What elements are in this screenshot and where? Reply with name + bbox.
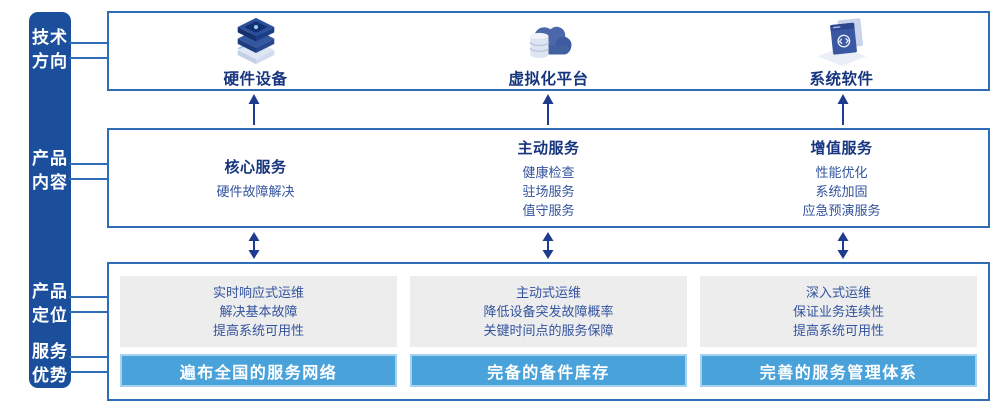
category-sidebar: 技术 方向 产品 内容 产品 定位 服务 优势 xyxy=(29,12,71,388)
position-line: 深入式运维 xyxy=(805,285,871,300)
sidebar-label-product-position: 产品 定位 xyxy=(32,282,68,325)
advantage-bar: 完善的服务管理体系 xyxy=(700,354,977,387)
position-line: 主动式运维 xyxy=(515,285,581,300)
sidebar-label-product-content: 产品 内容 xyxy=(32,149,68,192)
up-arrow-icon xyxy=(401,94,695,126)
position-column-realtime: 实时响应式运维 解决基本故障 提高系统可用性 遍布全国的服务网络 xyxy=(120,276,397,387)
position-column-deep: 深入式运维 保证业务连续性 提高系统可用性 完善的服务管理体系 xyxy=(700,276,977,387)
server-stack-icon xyxy=(230,14,282,66)
product-content-box: 核心服务 硬件故障解决 主动服务 健康检查 驻场服务 值守服务 增值服务 性能优… xyxy=(107,128,990,228)
service-column-proactive: 主动服务 健康检查 驻场服务 值守服务 xyxy=(402,130,695,226)
service-column-core: 核心服务 硬件故障解决 xyxy=(109,130,402,226)
tech-label-virtualization: 虚拟化平台 xyxy=(508,70,589,88)
position-column-proactive: 主动式运维 降低设备突发故障概率 关键时间点的服务保障 完备的备件库存 xyxy=(410,276,687,387)
advantage-bar: 遍布全国的服务网络 xyxy=(120,354,397,387)
service-item: 应急预演服务 xyxy=(802,202,881,218)
advantage-bar: 完备的备件库存 xyxy=(410,354,687,387)
position-line: 提高系统可用性 xyxy=(792,323,884,338)
tech-item-software: 系统软件 xyxy=(695,13,988,89)
up-arrow-icon xyxy=(696,94,990,126)
service-item: 系统加固 xyxy=(815,183,868,199)
service-item: 硬件故障解决 xyxy=(216,183,295,199)
tech-label-software: 系统软件 xyxy=(809,70,874,88)
connector-line xyxy=(69,296,108,298)
double-arrow-icon xyxy=(107,232,401,259)
service-item: 健康检查 xyxy=(522,164,575,180)
connector-line xyxy=(69,178,108,180)
service-item: 驻场服务 xyxy=(522,183,575,199)
connector-line xyxy=(69,163,108,165)
sidebar-label-tech-direction: 技术 方向 xyxy=(32,28,68,71)
double-arrow-icon xyxy=(401,232,695,259)
connector-line xyxy=(69,311,108,313)
connector-line xyxy=(69,371,108,373)
position-description: 主动式运维 降低设备突发故障概率 关键时间点的服务保障 xyxy=(410,276,687,347)
position-line: 提高系统可用性 xyxy=(212,323,304,338)
service-column-value-added: 增值服务 性能优化 系统加固 应急预演服务 xyxy=(695,130,988,226)
code-window-icon xyxy=(815,14,869,66)
product-position-box: 实时响应式运维 解决基本故障 提高系统可用性 遍布全国的服务网络 主动式运维 降… xyxy=(107,262,990,401)
position-line: 保证业务连续性 xyxy=(792,304,884,319)
connector-line xyxy=(69,356,108,358)
service-item: 值守服务 xyxy=(522,202,575,218)
tech-item-virtualization: 虚拟化平台 xyxy=(402,13,695,89)
service-title: 主动服务 xyxy=(517,139,580,157)
service-title: 增值服务 xyxy=(810,139,873,157)
double-arrow-icon xyxy=(696,232,990,259)
position-line: 降低设备突发故障概率 xyxy=(483,304,614,319)
tech-item-hardware: 硬件设备 xyxy=(109,13,402,89)
connector-line xyxy=(69,42,108,44)
tech-direction-box: 硬件设备 xyxy=(107,11,990,91)
tech-label-hardware: 硬件设备 xyxy=(223,70,288,88)
service-item: 性能优化 xyxy=(815,164,868,180)
position-description: 深入式运维 保证业务连续性 提高系统可用性 xyxy=(700,276,977,347)
up-arrow-icon xyxy=(107,94,401,126)
position-line: 解决基本故障 xyxy=(219,304,298,319)
sidebar-label-service-advantage: 服务 优势 xyxy=(32,342,68,385)
arrow-row-top xyxy=(107,94,990,126)
connector-line xyxy=(69,57,108,59)
position-description: 实时响应式运维 解决基本故障 提高系统可用性 xyxy=(120,276,397,347)
arrow-row-bottom xyxy=(107,232,990,259)
position-line: 实时响应式运维 xyxy=(212,285,304,300)
position-line: 关键时间点的服务保障 xyxy=(483,323,614,338)
cloud-database-icon xyxy=(523,14,575,66)
service-title: 核心服务 xyxy=(224,158,287,176)
